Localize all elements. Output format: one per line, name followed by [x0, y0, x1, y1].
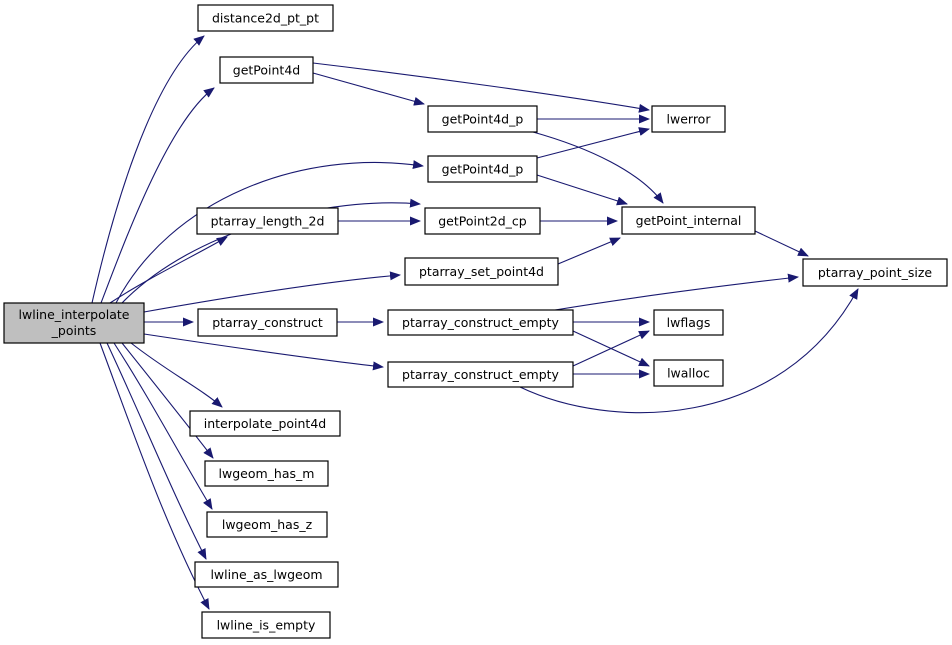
- node-label: lwgeom_has_m: [219, 466, 315, 481]
- node-box: [206, 511, 328, 538]
- node-ptarray_set_point4d[interactable]: ptarray_set_point4d: [404, 257, 559, 286]
- node-box: [404, 257, 559, 286]
- node-label: lwline_is_empty: [217, 618, 316, 633]
- edge-getPoint4d-to-lwerror: [312, 62, 650, 113]
- edge-root-to-lwline_as_lwgeom: [106, 342, 207, 560]
- node-label: distance2d_pt_pt: [212, 11, 319, 26]
- node-box: [196, 207, 339, 235]
- node-label: ptarray_construct_empty: [402, 367, 560, 382]
- node-lwgeom_has_z[interactable]: lwgeom_has_z: [206, 511, 328, 538]
- node-box: [219, 56, 314, 84]
- node-label: lwalloc: [667, 366, 710, 381]
- node-ptarray_construct_empty-1[interactable]: ptarray_construct_empty: [387, 309, 574, 336]
- node-box: [424, 207, 541, 235]
- node-box: [197, 4, 334, 32]
- node-label: getPoint4d_p: [442, 162, 524, 177]
- node-label: lwflags: [667, 315, 711, 330]
- edge-ptarray_construct_empty_2-to-lwflags: [572, 330, 650, 367]
- edge-ptarray_construct_empty_2-to-ptarray_point_size: [519, 288, 859, 414]
- node-label: lwline_interpolate: [19, 307, 130, 322]
- edge-root-to-interpolate_point4d: [130, 342, 223, 408]
- node-distance2d_pt_pt[interactable]: distance2d_pt_pt: [197, 4, 334, 32]
- node-box: [197, 308, 338, 337]
- node-label: getPoint4d: [233, 63, 300, 78]
- node-label: ptarray_construct_empty: [402, 315, 560, 330]
- edge-root-to-ptarray_set_point4d: [143, 271, 401, 313]
- node-getPoint4d_p-1[interactable]: getPoint4d_p: [427, 105, 538, 133]
- node-getPoint4d_p-2[interactable]: getPoint4d_p: [427, 155, 538, 183]
- node-box: [653, 309, 724, 336]
- node-label: lwgeom_has_z: [222, 517, 313, 532]
- node-label: _points: [51, 323, 97, 338]
- node-getPoint4d[interactable]: getPoint4d: [219, 56, 314, 84]
- node-box: [194, 561, 339, 588]
- nodes: lwline_interpolate _points distance2d_pt…: [3, 4, 948, 639]
- node-label: getPoint4d_p: [442, 112, 524, 127]
- node-box: [653, 359, 724, 387]
- node-ptarray_length_2d[interactable]: ptarray_length_2d: [196, 207, 339, 235]
- node-lwgeom_has_m[interactable]: lwgeom_has_m: [204, 460, 329, 487]
- edge-getPoint4d_p_2-to-lwerror: [536, 127, 650, 159]
- node-label: lwerror: [667, 112, 712, 127]
- edge-getPoint4d_p_1-to-getPoint_internal: [532, 131, 664, 204]
- edge-ptarray_construct_empty_1-to-ptarray_point_size: [554, 273, 799, 311]
- edge-root-to-lwgeom_has_m: [121, 342, 214, 459]
- node-ptarray_construct[interactable]: ptarray_construct: [197, 308, 338, 337]
- node-box: [621, 206, 756, 235]
- node-box: [802, 258, 948, 287]
- node-lwline_as_lwgeom[interactable]: lwline_as_lwgeom: [194, 561, 339, 588]
- edge-root-to-getPoint4d_p_2: [115, 160, 424, 304]
- edge-root-to-lwgeom_has_z: [113, 342, 213, 510]
- node-getPoint2d_cp[interactable]: getPoint2d_cp: [424, 207, 541, 235]
- node-box: [427, 105, 538, 133]
- node-label: interpolate_point4d: [204, 416, 326, 431]
- node-label: ptarray_set_point4d: [419, 264, 544, 279]
- node-box: [3, 302, 145, 344]
- node-lwflags[interactable]: lwflags: [653, 309, 724, 336]
- node-ptarray_construct_empty-2[interactable]: ptarray_construct_empty: [387, 361, 574, 388]
- edge-root-to-lwline_is_empty: [99, 342, 210, 610]
- node-label: ptarray_construct: [212, 315, 323, 330]
- edge-root-to-ptarray_construct_empty_2: [143, 333, 384, 371]
- edge-getPoint_internal-to-ptarray_point_size: [754, 230, 809, 257]
- edge-getPoint4d-to-getPoint4d_p_1: [312, 72, 425, 106]
- node-lwline_interpolate_points[interactable]: lwline_interpolate _points: [3, 302, 145, 344]
- node-lwerror[interactable]: lwerror: [651, 105, 726, 133]
- node-label: ptarray_length_2d: [211, 214, 325, 229]
- node-box: [189, 410, 341, 437]
- node-box: [201, 611, 331, 639]
- edge-ptarray_set_point4d-to-getPoint_internal: [557, 237, 621, 265]
- edge-root-to-getPoint4d: [100, 87, 215, 304]
- node-label: getPoint_internal: [636, 213, 742, 228]
- node-interpolate_point4d[interactable]: interpolate_point4d: [189, 410, 341, 437]
- edge-root-to-distance2d_pt_pt: [91, 35, 205, 304]
- edge-root-to-ptarray_length_2d: [109, 236, 228, 304]
- node-box: [651, 105, 726, 133]
- node-label: ptarray_point_size: [818, 265, 933, 280]
- node-getPoint_internal[interactable]: getPoint_internal: [621, 206, 756, 235]
- node-lwalloc[interactable]: lwalloc: [653, 359, 724, 387]
- node-label: getPoint2d_cp: [438, 214, 527, 229]
- node-label: lwline_as_lwgeom: [210, 567, 322, 582]
- node-box: [427, 155, 538, 183]
- node-box: [204, 460, 329, 487]
- edge-getPoint4d_p_2-to-getPoint_internal: [536, 174, 628, 206]
- node-lwline_is_empty[interactable]: lwline_is_empty: [201, 611, 331, 639]
- node-ptarray_point_size[interactable]: ptarray_point_size: [802, 258, 948, 287]
- edges: [91, 35, 859, 610]
- node-box: [387, 361, 574, 388]
- node-box: [387, 309, 574, 336]
